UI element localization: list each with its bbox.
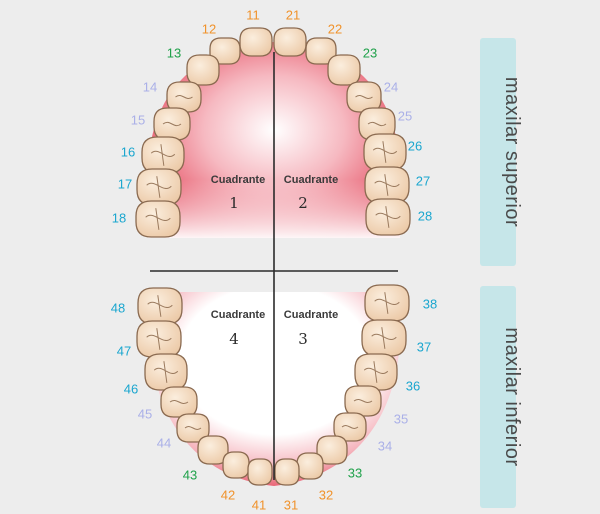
tooth-number-28: 28 [418,208,432,223]
tooth-number-31: 31 [284,497,298,512]
tooth-number-32: 32 [319,487,333,502]
tooth-number-38: 38 [423,296,437,311]
lower-jaw-panel [480,286,516,508]
tooth-number-44: 44 [157,435,171,450]
tooth-number-13: 13 [167,45,181,60]
tooth-number-43: 43 [183,467,197,482]
tooth-48 [137,287,183,325]
tooth-36 [354,353,398,391]
tooth-number-27: 27 [416,173,430,188]
tooth-28 [365,198,411,236]
tooth-16 [141,136,185,174]
tooth-number-42: 42 [221,487,235,502]
tooth-27 [364,166,410,204]
tooth-number-46: 46 [124,381,138,396]
tooth-15 [153,107,191,141]
tooth-32 [296,452,324,480]
quadrant-2-number: 2 [298,194,308,212]
tooth-37 [361,319,407,357]
quadrant-2-title: Cuadrante [284,174,338,186]
tooth-number-16: 16 [121,144,135,159]
quadrant-4-title: Cuadrante [211,309,265,321]
tooth-number-26: 26 [408,138,422,153]
tooth-43 [197,435,229,465]
tooth-14 [166,81,202,113]
tooth-number-36: 36 [406,378,420,393]
tooth-42 [222,451,250,479]
tooth-41 [247,458,273,486]
tooth-13 [186,54,220,86]
tooth-number-22: 22 [328,21,342,36]
tooth-46 [144,353,188,391]
tooth-21 [273,27,307,57]
tooth-number-48: 48 [111,300,125,315]
tooth-number-24: 24 [384,79,398,94]
tooth-38 [364,284,410,322]
tooth-47 [136,320,182,358]
tooth-number-17: 17 [118,176,132,191]
tooth-number-41: 41 [252,497,266,512]
tooth-11 [239,27,273,57]
upper-jaw-panel [480,38,516,266]
tooth-number-11: 11 [246,7,260,22]
quadrant-1-title: Cuadrante [211,174,265,186]
tooth-number-47: 47 [117,343,131,358]
tooth-26 [363,133,407,171]
quadrant-3-number: 3 [298,330,308,348]
tooth-number-45: 45 [138,406,152,421]
quadrant-4-number: 4 [229,330,239,348]
tooth-31 [274,458,300,486]
tooth-45 [160,386,198,418]
tooth-34 [333,412,367,442]
tooth-44 [176,413,210,443]
tooth-number-18: 18 [112,210,126,225]
tooth-number-21: 21 [286,7,300,22]
tooth-22 [305,37,337,65]
tooth-33 [316,435,348,465]
tooth-12 [209,37,241,65]
tooth-35 [344,385,382,417]
tooth-17 [136,168,182,206]
quadrant-3-title: Cuadrante [284,309,338,321]
tooth-number-14: 14 [143,79,157,94]
tooth-number-37: 37 [417,339,431,354]
tooth-23 [327,54,361,86]
tooth-18 [135,200,181,238]
tooth-number-34: 34 [378,438,392,453]
tooth-number-33: 33 [348,465,362,480]
tooth-number-12: 12 [202,21,216,36]
lower-jaw-label: maxilar inferior [501,327,523,466]
tooth-number-35: 35 [394,411,408,426]
tooth-number-25: 25 [398,108,412,123]
upper-jaw-label: maxilar superior [501,77,523,227]
teeth-group [135,27,411,486]
tooth-number-23: 23 [363,45,377,60]
tooth-number-15: 15 [131,112,145,127]
quadrant-1-number: 1 [229,194,239,212]
